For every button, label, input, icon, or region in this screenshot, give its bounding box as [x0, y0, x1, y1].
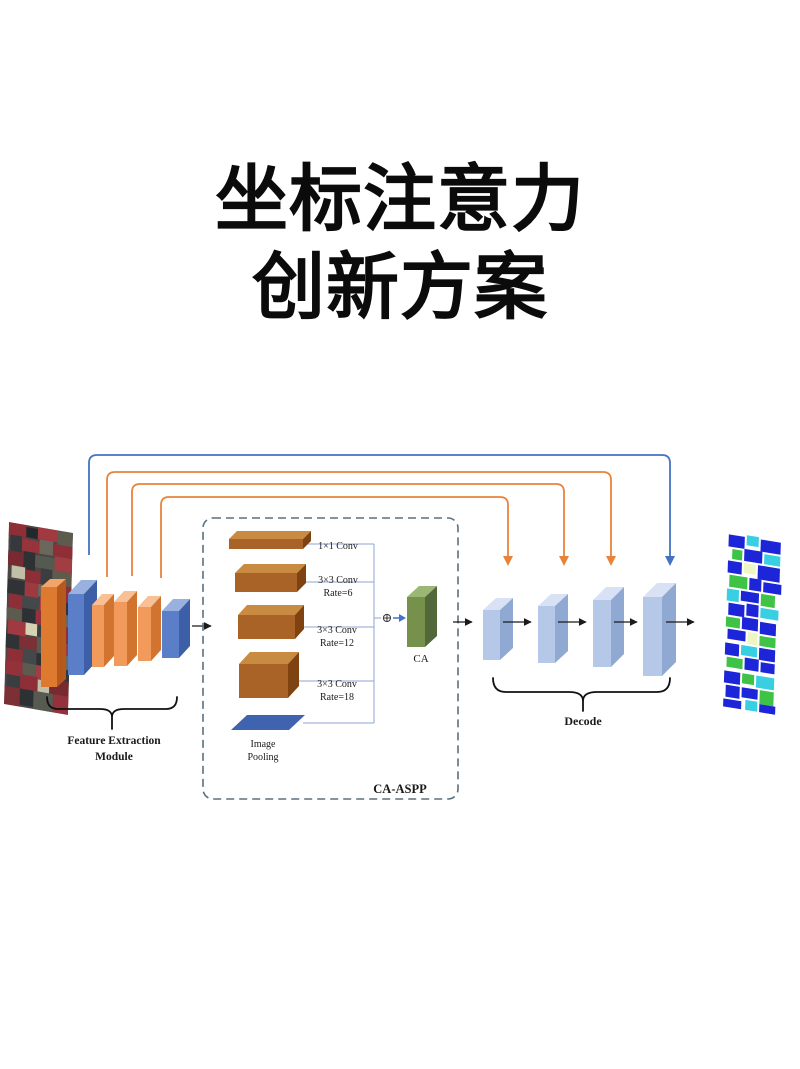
ca-aspp-box [202, 517, 459, 800]
aspp-branch-3-label-1: 3×3 Conv [317, 625, 357, 636]
aspp-branch-5-label-2: Pooling [247, 752, 278, 763]
aspp-branch-2-label-1: 3×3 Conv [318, 575, 358, 586]
feature-extraction-label-1: Feature Extraction [67, 735, 161, 747]
output-image [721, 530, 789, 719]
encoder-slab-orange [41, 579, 66, 687]
title-line-2: 创新方案 [252, 247, 548, 328]
encoder-block-blue-out [162, 599, 190, 658]
skip-line-blue [88, 454, 671, 557]
skip-line-orange-3 [160, 496, 509, 578]
sum-to-ca-arrowhead [399, 614, 406, 622]
ca-aspp-title: CA-ASPP [373, 782, 427, 796]
skip-line-orange-1 [106, 471, 612, 577]
skip-arrowhead-orange-2 [559, 556, 569, 566]
aspp-branch-2-label-2: Rate=6 [324, 588, 353, 599]
ca-block [407, 586, 437, 647]
ca-label: CA [413, 653, 428, 665]
encoder-block-orange-2 [114, 591, 137, 666]
feature-extraction-label-2: Module [95, 751, 133, 763]
page-title: 坐标注意力 创新方案 [0, 156, 800, 332]
skip-arrowhead-orange-1 [606, 556, 616, 566]
feature-extraction-blocks [41, 579, 190, 687]
aspp-branch-1x1-conv [229, 531, 311, 549]
aspp-branch-rate12 [238, 605, 304, 639]
decoder-block-2 [538, 594, 568, 663]
skip-arrowhead-orange-3 [503, 556, 513, 566]
output-image-mosaic [721, 530, 789, 719]
aspp-branch-5-label-1: Image [251, 739, 277, 750]
decode-brace [492, 677, 671, 702]
title-line-1: 坐标注意力 [215, 159, 585, 240]
aspp-branch-rate18 [239, 652, 299, 698]
sum-icon: ⊕ [382, 610, 393, 625]
decoder-block-4 [643, 583, 676, 676]
decoder-block-3 [593, 587, 624, 667]
aspp-bus-lines [295, 543, 381, 724]
skip-line-orange-2 [131, 483, 565, 576]
aspp-image-pooling-shape [231, 715, 305, 730]
encoder-block-orange-3 [138, 596, 161, 661]
aspp-branch-4-label-1: 3×3 Conv [317, 679, 357, 690]
aspp-branch-rate6 [235, 564, 306, 592]
aspp-branch-4-label-2: Rate=18 [320, 692, 354, 703]
skip-connections [88, 454, 675, 578]
aspp-branch-1-label: 1×1 Conv [318, 541, 358, 552]
decode-label: Decode [564, 714, 602, 728]
aspp-branch-3-label-2: Rate=12 [320, 638, 354, 649]
architecture-diagram: Feature Extraction Module CA-ASPP 1×1 Co… [3, 454, 789, 800]
encoder-block-orange-1 [92, 594, 114, 667]
skip-arrowhead-blue [665, 556, 675, 566]
decoder-block-1 [483, 598, 513, 660]
